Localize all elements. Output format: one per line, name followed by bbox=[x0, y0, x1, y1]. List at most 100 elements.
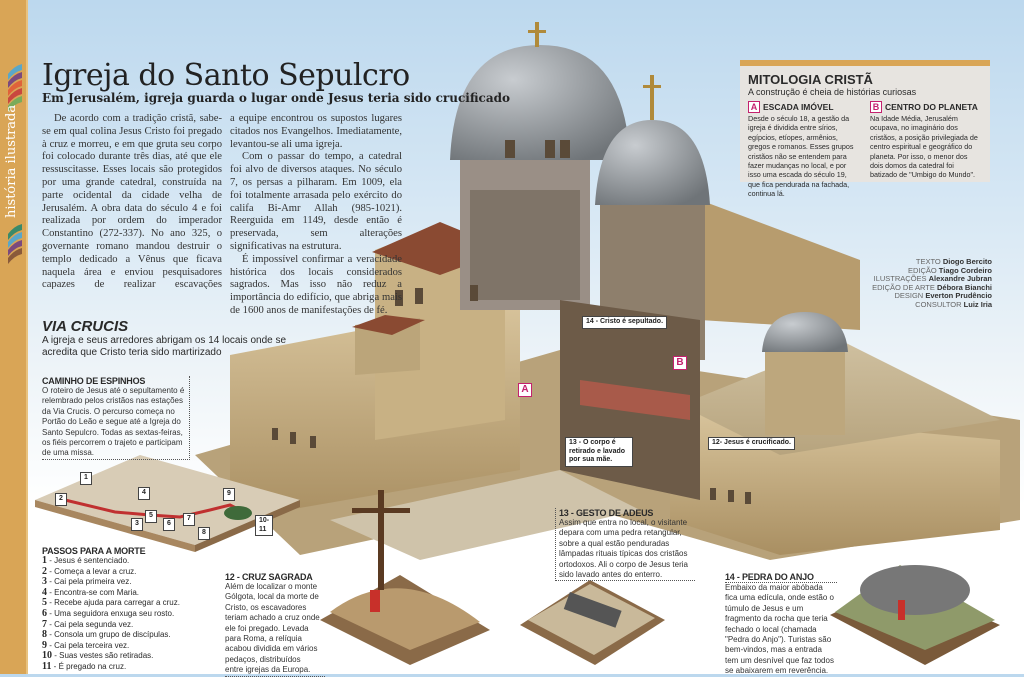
credit-text: EDIÇÃO DE ARTE bbox=[872, 282, 935, 292]
credit-text: 4 bbox=[42, 586, 47, 598]
body-paragraph: Com o passar do tempo, a catedral foi al… bbox=[230, 151, 402, 252]
letter-badge: B bbox=[870, 101, 882, 113]
credit-text: 11 bbox=[42, 660, 52, 672]
station-title: 14 - PEDRA DO ANJO bbox=[725, 572, 837, 583]
map-station-label: 2 bbox=[55, 493, 67, 506]
credit-text: CONSULTOR Luiz Iria bbox=[872, 299, 992, 310]
passo-item: 3 - Cai pela primeira vez. bbox=[42, 576, 132, 588]
credit-text: 6 bbox=[42, 607, 47, 619]
station-13: 13 - GESTO DE ADEUS Assim que entra no l… bbox=[555, 508, 695, 582]
map-station-label: 6 bbox=[163, 518, 175, 531]
passo-item: 10 - Suas vestes são retiradas. bbox=[42, 650, 154, 662]
label-station-12: 12- Jesus é crucificado. bbox=[708, 437, 795, 450]
credit-text: Suas vestes são retiradas. bbox=[59, 651, 154, 661]
passo-item: 7 - Cai pela segunda vez. bbox=[42, 618, 134, 630]
credit-text: Jesus é sentenciado. bbox=[54, 556, 130, 565]
body-paragraph: De acordo com a tradição cristã, sabe-se… bbox=[42, 113, 222, 289]
credit-text: 9 bbox=[42, 639, 47, 651]
map-station-label: 4 bbox=[138, 487, 150, 500]
item-title: ESCADA IMÓVEL bbox=[763, 102, 834, 112]
map-station-label: 7 bbox=[183, 513, 195, 526]
station-title: 12 - CRUZ SAGRADA bbox=[225, 572, 313, 582]
credit-text: Débora Bianchi bbox=[936, 282, 992, 292]
station-text: Além de localizar o monte Gólgota, local… bbox=[225, 582, 320, 675]
credit-text: 1 bbox=[42, 555, 47, 566]
map-station-label: 5 bbox=[145, 510, 157, 523]
page-subtitle: Em Jerusalém, igreja guarda o lugar onde… bbox=[42, 91, 511, 105]
body-column-2: a equipe encontrou os supostos lugares c… bbox=[230, 113, 402, 318]
page-title: Igreja do Santo Sepulcro bbox=[42, 58, 410, 93]
credit-text: ILUSTRAÇÕES Alexandre Jubran bbox=[872, 274, 992, 284]
map-station-label: 9 bbox=[223, 488, 235, 501]
map-station-label: 10-11 bbox=[255, 515, 274, 536]
decorative-stripes-bottom bbox=[8, 224, 22, 264]
credit-text: 8 bbox=[42, 629, 47, 641]
passo-item: 8 - Consola um grupo de discípulas. bbox=[42, 629, 171, 641]
body-paragraph-continued: a equipe encontrou os supostos lugares c… bbox=[230, 113, 402, 150]
passo-item: 4 - Encontra-se com Maria. bbox=[42, 586, 140, 598]
passo-item: 6 - Uma seguidora enxuga seu rosto. bbox=[42, 607, 175, 619]
credit-text: Encontra-se com Maria. bbox=[54, 587, 140, 597]
section-strip: história ilustrada bbox=[0, 0, 28, 674]
passos-list: PASSOS PARA A MORTE 1 - Jesus é sentenci… bbox=[42, 546, 232, 673]
credit-text: EDIÇÃO bbox=[907, 265, 937, 275]
station-12: 12 - CRUZ SAGRADA Além de localizar o mo… bbox=[225, 572, 325, 677]
passo-item: 2 - Começa a levar a cruz. bbox=[42, 565, 137, 577]
decorative-stripes-top bbox=[8, 64, 22, 112]
credit-text: TEXTO bbox=[915, 257, 941, 266]
label-station-13: 13 - O corpo é retirado e lavado por sua… bbox=[565, 437, 633, 467]
credit-text: Cai pela terceira vez. bbox=[54, 640, 130, 650]
credit-text: Cai pela primeira vez. bbox=[54, 577, 132, 587]
item-title: CENTRO DO PLANETA bbox=[885, 102, 978, 112]
credit-text: Alexandre Jubran bbox=[928, 274, 992, 284]
credit-text: ILUSTRAÇÕES bbox=[873, 274, 927, 284]
credit-text: 5 bbox=[42, 597, 47, 609]
credit-text: 2 bbox=[42, 565, 47, 577]
credit-text: 10 bbox=[42, 650, 52, 662]
credit-text: DESIGN bbox=[894, 291, 924, 301]
map-station-label: 3 bbox=[131, 518, 143, 531]
credits: TEXTO Diogo Bercito EDIÇÃO Tiago Cordeir… bbox=[872, 257, 992, 310]
passo-item: 1 - Jesus é sentenciado. bbox=[42, 555, 130, 566]
body-paragraph: É impossível confirmar a veracidade hist… bbox=[230, 253, 402, 316]
station-text: Embaixo da maior abóbada fica uma edícul… bbox=[725, 583, 834, 676]
credit-text: Cai pela segunda vez. bbox=[54, 619, 134, 629]
item-text: Desde o século 18, a gestão da igreja é … bbox=[748, 114, 854, 199]
credit-text: Tiago Cordeiro bbox=[938, 265, 992, 275]
credit-text: Uma seguidora enxuga seu rosto. bbox=[54, 608, 175, 618]
passo-item: 5 - Recebe ajuda para carregar a cruz. bbox=[42, 597, 180, 609]
letter-badge: A bbox=[748, 101, 760, 113]
map-station-label: 8 bbox=[198, 527, 210, 540]
caminho-title: CAMINHO DE ESPINHOS bbox=[42, 376, 146, 386]
map-station-label: 1 bbox=[80, 472, 92, 485]
credit-text: Começa a levar a cruz. bbox=[54, 566, 137, 576]
credit-text: Diogo Bercito bbox=[942, 257, 992, 266]
credit-text: EDIÇÃO DE ARTE Débora Bianchi bbox=[872, 282, 992, 293]
credit-text: 7 bbox=[42, 618, 47, 630]
station-14: 14 - PEDRA DO ANJO Embaixo da maior abób… bbox=[725, 572, 837, 677]
passo-item: 11 - É pregado na cruz. bbox=[42, 660, 127, 672]
model-angel-stone bbox=[830, 565, 1000, 665]
credit-text: TEXTO Diogo Bercito bbox=[872, 257, 992, 267]
model-cross bbox=[320, 490, 490, 665]
station-text: Assim que entra no local, o visitante de… bbox=[559, 518, 688, 580]
marker-b: B bbox=[673, 356, 687, 370]
credit-text: Recebe ajuda para carregar a cruz. bbox=[54, 598, 180, 608]
via-crucis-subtitle: A igreja e seus arredores abrigam os 14 … bbox=[42, 335, 287, 358]
passo-item: 9 - Cai pela terceira vez. bbox=[42, 639, 130, 651]
credit-text: DESIGN Everton Prudêncio bbox=[872, 292, 992, 301]
credit-text: Consola um grupo de discípulas. bbox=[54, 630, 171, 640]
credit-text: É pregado na cruz. bbox=[58, 661, 127, 671]
mitologia-title: MITOLOGIA CRISTÃ bbox=[748, 72, 873, 87]
credit-text: CONSULTOR bbox=[915, 299, 962, 309]
item-text: Na Idade Média, Jerusalém ocupava, no im… bbox=[870, 114, 978, 180]
credit-text: EDIÇÃO Tiago Cordeiro bbox=[872, 265, 992, 276]
credit-text: Everton Prudêncio bbox=[925, 291, 992, 301]
caminho-box: CAMINHO DE ESPINHOS O roteiro de Jesus a… bbox=[42, 376, 190, 460]
label-station-14: 14 - Cristo é sepultado. bbox=[582, 316, 668, 329]
credit-text: 3 bbox=[42, 576, 47, 588]
credit-text: Luiz Iria bbox=[963, 299, 992, 309]
station-title: 13 - GESTO DE ADEUS bbox=[559, 508, 654, 518]
caminho-text: O roteiro de Jesus até o sepultamento é … bbox=[42, 386, 185, 458]
